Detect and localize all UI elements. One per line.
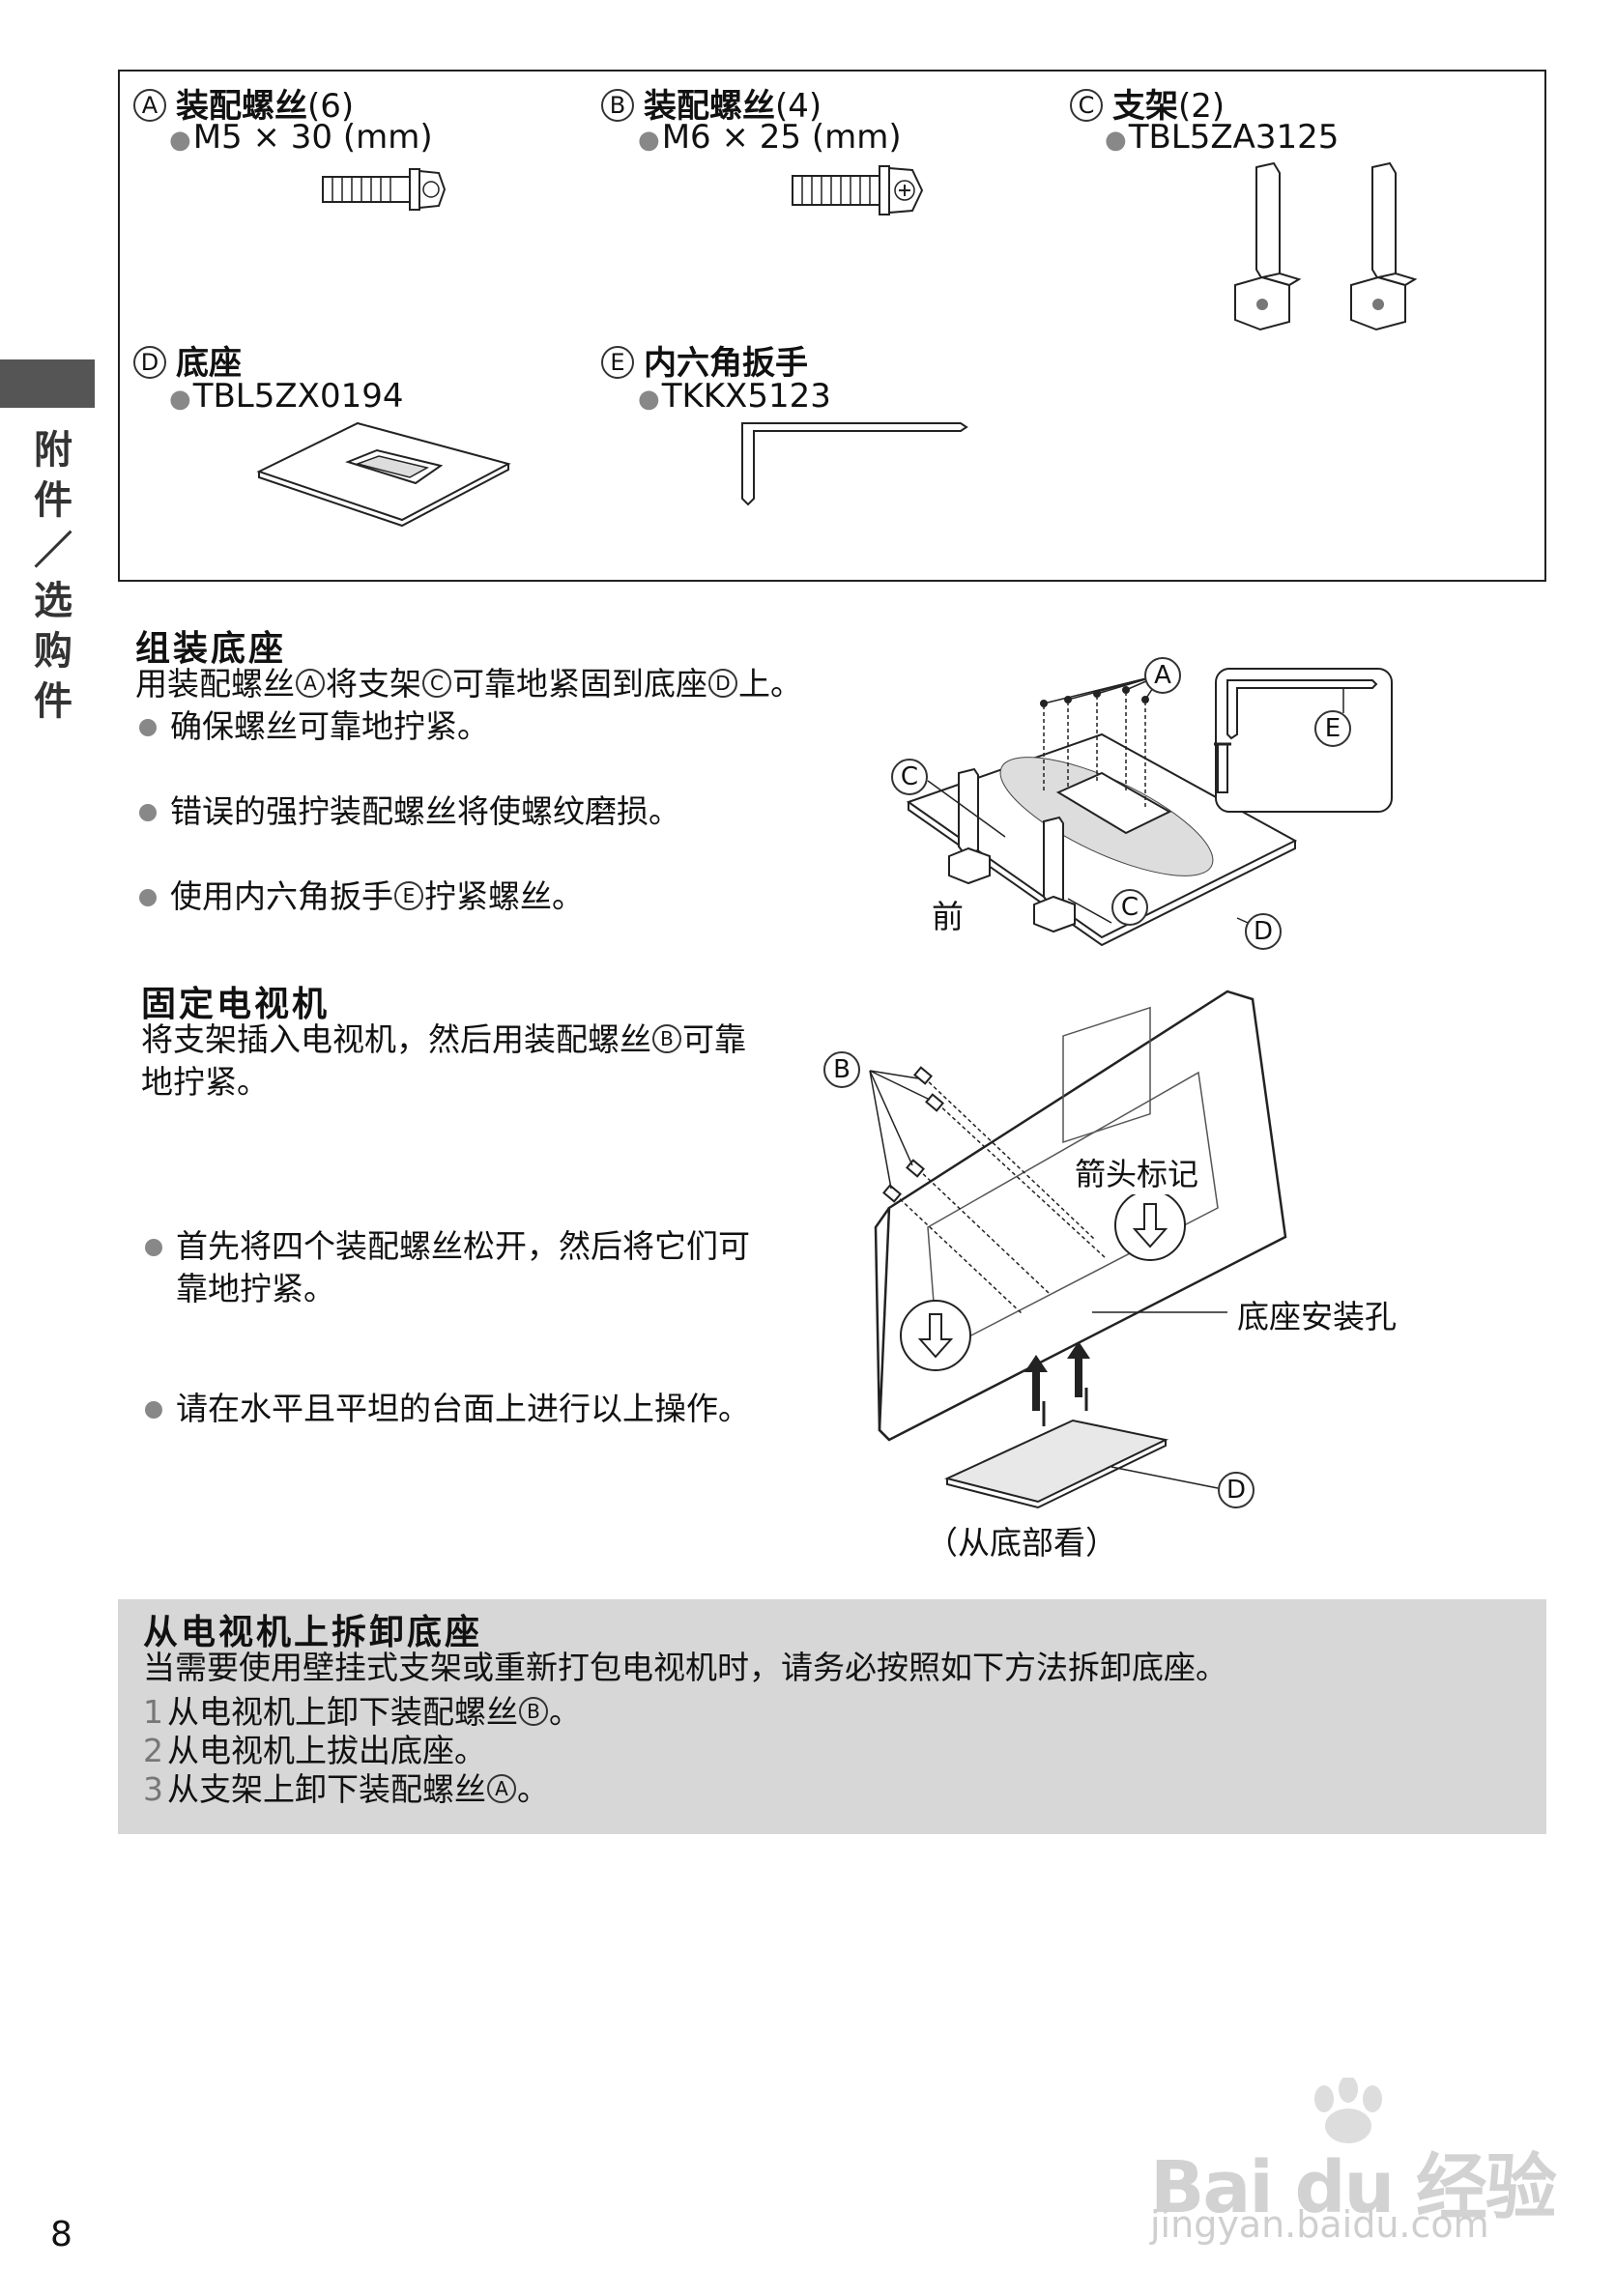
brackets-c-illustration [1234,161,1418,331]
watermark-logo-text: Bai du 经验 [1150,2146,1557,2229]
assemble-callout-c-left: C [891,759,928,795]
section-tab-marker [0,359,95,408]
remove-intro: 当需要使用壁挂式支架或重新打包电视机时，请务必按照如下方法拆卸底座。 [143,1649,1227,1686]
assemble-base-diagram [906,668,1393,947]
front-label: 前 [932,898,964,935]
fix-tv-title: 固定电视机 [141,985,331,1024]
part-b-spec: ●M6 × 25 (mm) [638,118,902,157]
assemble-callout-c-right: C [1111,889,1148,926]
fix-tv-callout-d: D [1218,1472,1255,1508]
paw-icon [1314,2078,1382,2143]
assemble-bullet-2: 错误的强拧装配螺丝将使螺纹磨损。 [135,790,1615,833]
accessory-parts-box [118,70,1546,582]
watermark-url: jingyan.baidu.com [1150,2203,1489,2246]
fix-tv-bullet-1: 首先将四个装配螺丝松开，然后将它们可 靠地拧紧。 [141,1225,1615,1310]
assemble-callout-d: D [1245,913,1282,950]
part-e-spec: ●TKKX5123 [638,377,831,416]
part-a-spec: ●M5 × 30 (mm) [169,118,433,157]
hex-wrench-e-illustration [741,422,968,506]
arrow-mark-label: 箭头标记 [1065,1150,1209,1194]
assemble-callout-a: A [1144,657,1181,694]
base-d-illustration [256,421,511,528]
bottom-view-label: （从底部看） [926,1524,1117,1562]
fix-tv-diagram [869,990,1287,1509]
baidu-watermark: Bai du 经验 jingyan.baidu.com [1150,2078,1557,2246]
assemble-callout-e: E [1314,710,1351,747]
page-number: 8 [50,2215,72,2254]
screw-b-illustration [792,165,924,215]
part-c-spec: ●TBL5ZA3125 [1105,118,1340,157]
assemble-title: 组装底座 [135,629,287,669]
section-tab-label: 附 件 ／ 选 购 件 [34,428,72,724]
remove-title: 从电视机上拆卸底座 [143,1613,483,1652]
remove-base-panel [118,1599,1546,1834]
fix-tv-bullet-2: 请在水平且平坦的台面上进行以上操作。 [141,1388,1615,1430]
screw-a-illustration [322,168,447,211]
assemble-bullet-1: 确保螺丝可靠地拧紧。 [135,705,1615,748]
base-mounting-hole-label: 底座安装孔 [1237,1298,1397,1335]
part-d-spec: ●TBL5ZX0194 [169,377,404,416]
fix-tv-callout-b: B [823,1051,860,1088]
